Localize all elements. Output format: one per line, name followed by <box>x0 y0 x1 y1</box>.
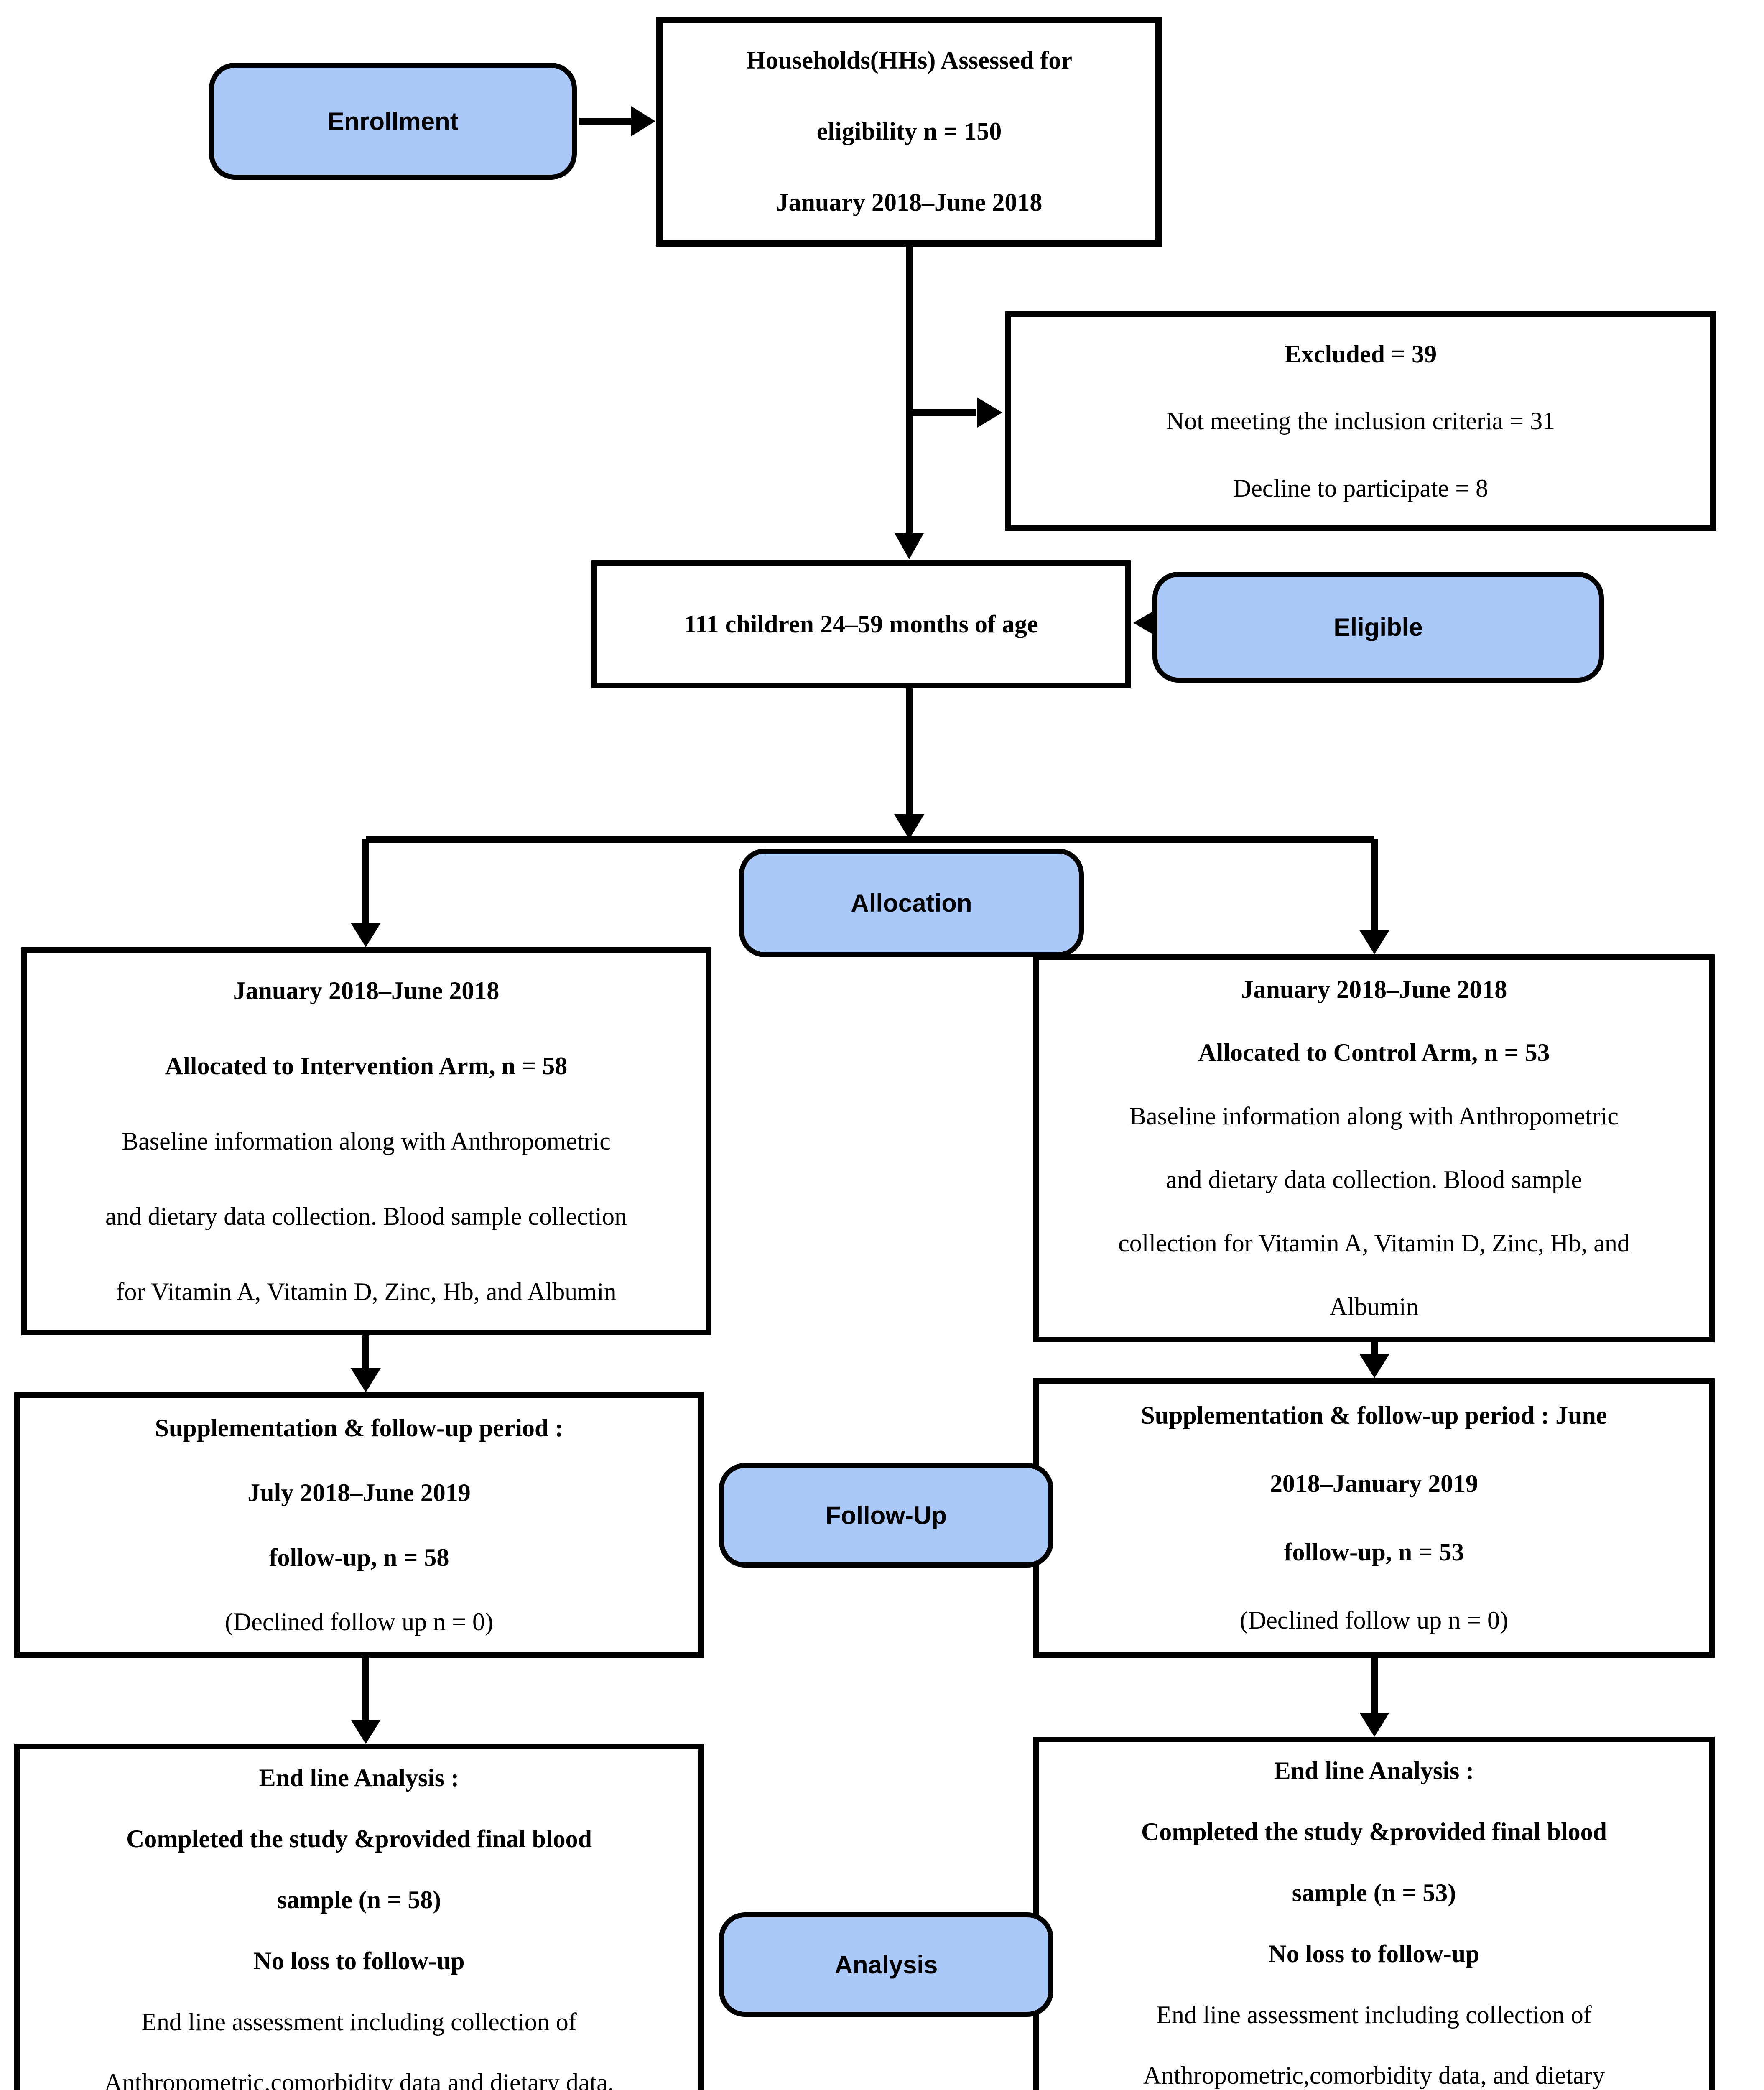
intervention-analysis-line: No loss to follow-up <box>253 1947 465 1975</box>
excluded-line: Excluded = 39 <box>1284 340 1437 368</box>
intervention-allocation-line: for Vitamin A, Vitamin D, Zinc, Hb, and … <box>116 1278 617 1305</box>
assessed-line: Households(HHs) Assessed for <box>746 46 1073 74</box>
intervention-follow-up-line: (Declined follow up n = 0) <box>224 1608 493 1636</box>
stage-label-follow-up: Follow-Up <box>719 1463 1053 1568</box>
control-follow-up-line: 2018–January 2019 <box>1269 1470 1478 1498</box>
stage-label-allocation: Allocation <box>739 849 1084 957</box>
control-analysis-line: Completed the study &provided final bloo… <box>1141 1818 1607 1846</box>
control-allocation-line: and dietary data collection. Blood sampl… <box>1165 1166 1583 1193</box>
stage-label-allocation-text: Allocation <box>851 889 972 917</box>
control-analysis-line: sample (n = 53) <box>1292 1878 1456 1906</box>
assessed-line: eligibility n = 150 <box>816 117 1002 145</box>
control-analysis-line: No loss to follow-up <box>1268 1940 1480 1968</box>
assessed-line: January 2018–June 2018 <box>776 188 1043 216</box>
arrowhead-into-control-analysis <box>1359 1713 1389 1737</box>
intervention-allocation-line: Baseline information along with Anthropo… <box>122 1127 611 1155</box>
control-analysis-box: End line Analysis : Completed the study … <box>1033 1737 1715 2090</box>
arrowhead-enrollment-to-assessed <box>631 106 655 136</box>
intervention-follow-up-line: follow-up, n = 58 <box>269 1543 449 1571</box>
control-allocation-line: Baseline information along with Anthropo… <box>1129 1102 1619 1130</box>
intervention-allocation-line: Allocated to Intervention Arm, n = 58 <box>165 1052 568 1080</box>
intervention-follow-up-line: Supplementation & follow-up period : <box>155 1414 563 1442</box>
intervention-analysis-box: End line Analysis : Completed the study … <box>14 1744 704 2090</box>
assessed-box: Households(HHs) Assessed for eligibility… <box>656 17 1162 247</box>
intervention-analysis-line: sample (n = 58) <box>277 1886 441 1914</box>
arrowhead-into-control-allocation <box>1359 930 1389 954</box>
stage-label-analysis: Analysis <box>719 1912 1053 2017</box>
stage-label-eligible-text: Eligible <box>1333 613 1423 641</box>
excluded-line: Not meeting the inclusion criteria = 31 <box>1166 407 1555 435</box>
stage-label-follow-up-text: Follow-Up <box>826 1501 947 1529</box>
arrowhead-into-children-box <box>894 533 924 559</box>
intervention-analysis-line: End line Analysis : <box>259 1764 459 1792</box>
control-analysis-line: End line Analysis : <box>1274 1757 1474 1785</box>
control-allocation-line: Albumin <box>1329 1292 1419 1320</box>
arrowhead-into-splitline <box>894 814 924 839</box>
arrowhead-into-intervention-analysis <box>351 1720 381 1744</box>
control-analysis-line: End line assessment including collection… <box>1156 2001 1592 2029</box>
arrowhead-into-control-follow <box>1359 1354 1389 1378</box>
intervention-allocation-line: and dietary data collection. Blood sampl… <box>105 1203 627 1230</box>
eligible-children-line: 111 children 24–59 months of age <box>684 610 1038 638</box>
eligible-children-box: 111 children 24–59 months of age <box>591 560 1131 688</box>
intervention-follow-up-line: July 2018–June 2019 <box>247 1478 471 1506</box>
control-follow-up-line: (Declined follow up n = 0) <box>1239 1606 1508 1634</box>
stage-label-enrollment-text: Enrollment <box>327 107 459 135</box>
stage-label-eligible: Eligible <box>1152 572 1604 683</box>
excluded-box: Excluded = 39 Not meeting the inclusion … <box>1005 311 1716 531</box>
stage-label-enrollment: Enrollment <box>209 63 577 180</box>
control-follow-up-line: follow-up, n = 53 <box>1284 1538 1464 1566</box>
intervention-follow-up-box: Supplementation & follow-up period : Jul… <box>14 1392 704 1658</box>
excluded-line: Decline to participate = 8 <box>1233 474 1489 502</box>
arrowhead-into-excluded <box>977 398 1002 428</box>
control-allocation-line: Allocated to Control Arm, n = 53 <box>1198 1039 1550 1067</box>
control-follow-up-box: Supplementation & follow-up period : Jun… <box>1033 1378 1715 1658</box>
arrowhead-into-intervention-follow <box>351 1368 381 1392</box>
intervention-allocation-line: January 2018–June 2018 <box>233 977 500 1004</box>
intervention-analysis-line: Completed the study &provided final bloo… <box>126 1825 592 1853</box>
intervention-analysis-line: Anthropometric,comorbidity data and diet… <box>104 2069 614 2090</box>
control-follow-up-line: Supplementation & follow-up period : Jun… <box>1141 1402 1607 1430</box>
intervention-allocation-box: January 2018–June 2018 Allocated to Inte… <box>21 947 711 1335</box>
control-allocation-line: January 2018–June 2018 <box>1241 975 1507 1003</box>
arrowhead-into-intervention-allocation <box>351 923 381 947</box>
control-allocation-line: collection for Vitamin A, Vitamin D, Zin… <box>1118 1229 1630 1257</box>
control-analysis-line: Anthropometric,comorbidity data, and die… <box>1143 2062 1605 2090</box>
control-allocation-box: January 2018–June 2018 Allocated to Cont… <box>1033 954 1715 1342</box>
stage-label-analysis-text: Analysis <box>834 1950 938 1979</box>
intervention-analysis-line: End line assessment including collection… <box>141 2008 577 2036</box>
